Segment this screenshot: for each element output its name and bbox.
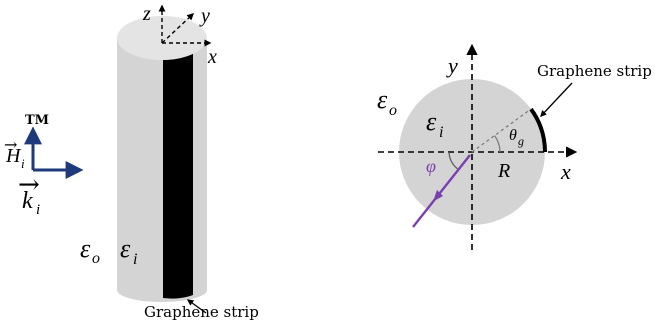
cross-section: x y θ g R φ ε o ε i Graphene strip [377, 43, 652, 250]
y-axis-label: y [199, 5, 210, 27]
phi-arc [448, 151, 458, 170]
left-strip-callout: Graphene strip [144, 299, 259, 321]
k-vector-arrow-glyph: → [18, 170, 40, 200]
theta-base: θ [509, 127, 517, 144]
cross-section-graphene-arc [529, 107, 547, 153]
z-axis-label: z [142, 3, 151, 25]
cylinder-top [117, 16, 207, 60]
k-vector-base: k [22, 188, 33, 214]
eps-inner-base: ε [120, 234, 131, 263]
k-vector-sub: i [36, 202, 40, 218]
theta-arc [494, 135, 501, 153]
h-field-arrow-glyph: → [4, 135, 17, 154]
cross-eps-outer-sub: o [389, 102, 397, 119]
cross-eps-inner-sub: i [439, 124, 443, 141]
left-strip-pointer [186, 299, 207, 314]
cylinder-3d [117, 16, 207, 302]
x-axis-label: x [207, 46, 217, 68]
cylinder-graphene-strip [163, 38, 193, 299]
eps-outer-base: ε [80, 234, 91, 263]
incident-field-indicator: TM → H i → k i [4, 113, 84, 218]
eps-inner-sub: i [133, 251, 137, 268]
cross-eps-outer-base: ε [377, 85, 388, 114]
theta-radius-line [471, 108, 532, 153]
cross-eps-inner-base: ε [426, 107, 437, 136]
radius-label: R [497, 160, 510, 182]
cross-y-axis-label: y [446, 53, 458, 78]
axes-3d: z y x [142, 3, 217, 68]
incident-ray-arrowhead [433, 190, 443, 202]
right-strip-pointer [540, 82, 573, 117]
y-axis [161, 13, 195, 44]
incident-ray [412, 154, 471, 228]
cylinder-side [117, 38, 207, 302]
cross-x-axis-label: x [560, 159, 571, 184]
h-field-base: H [5, 145, 22, 167]
h-field-sub: i [21, 156, 25, 171]
right-strip-label: Graphene strip [537, 62, 652, 80]
phi-label: φ [426, 156, 436, 176]
theta-sub: g [518, 134, 524, 148]
left-permittivity-labels: ε o ε i [80, 234, 137, 268]
left-strip-label: Graphene strip [144, 303, 259, 321]
polarization-label: TM [25, 113, 49, 128]
eps-outer-sub: o [92, 250, 100, 267]
